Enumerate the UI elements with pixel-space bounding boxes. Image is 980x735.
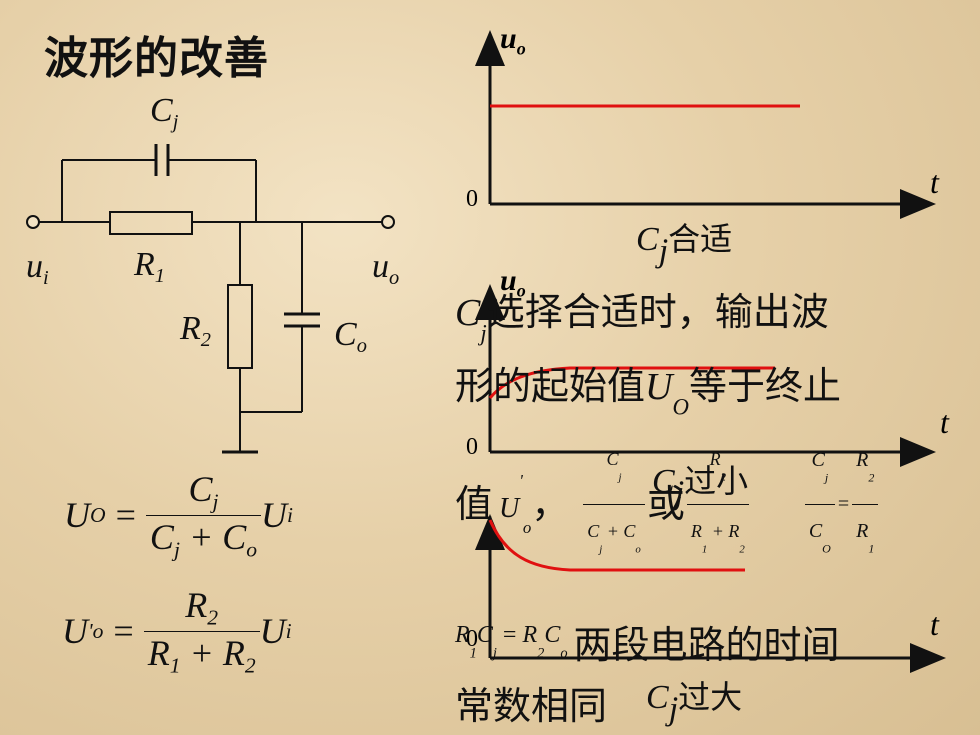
explanation-line-2: 形的起始值UO等于终止 — [455, 363, 841, 420]
input-terminal — [26, 215, 40, 229]
graph2-caption: Cj过小 — [652, 462, 749, 512]
graph2-y-label: uo — [500, 264, 526, 301]
explanation-text: Cj选择合适时，输出波 形的起始值UO等于终止 值 U'o ， Cj Cj + … — [455, 286, 965, 732]
graph3-origin: 0 — [466, 626, 478, 652]
explanation-line-4: R1Cj = R2Co 两段电路的时间 — [455, 622, 840, 667]
waveform-cj-large — [488, 519, 745, 572]
explanation-line-5: 常数相同 — [455, 683, 608, 728]
graph2-origin: 0 — [466, 434, 478, 460]
waveform-cj-small — [488, 366, 775, 399]
graph1-origin: 0 — [466, 186, 478, 212]
graph1-x-label: t — [930, 164, 939, 200]
graph1-caption: Cj合适 — [636, 220, 733, 270]
uo-label: uo — [372, 248, 400, 289]
ui-label: ui — [26, 248, 49, 289]
co-label: Co — [334, 316, 367, 357]
r2-label: R2 — [180, 310, 211, 351]
r1-label: R1 — [134, 246, 165, 287]
explanation-line-3: 值 U'o ， Cj Cj + Co 或 R2 R1 + R2 Cj CO = … — [455, 433, 965, 575]
graph3-caption: Cj过大 — [646, 678, 743, 728]
graph3-x-label: t — [930, 606, 939, 642]
graph1-y-label: uo — [500, 22, 526, 59]
graph2-x-label: t — [940, 404, 949, 440]
output-terminal — [381, 215, 395, 229]
circuit-diagram — [26, 144, 395, 454]
page-title: 波形的改善 — [44, 33, 269, 84]
cj-label: Cj — [150, 92, 179, 133]
explanation-line-1: Cj选择合适时，输出波 — [455, 290, 829, 346]
